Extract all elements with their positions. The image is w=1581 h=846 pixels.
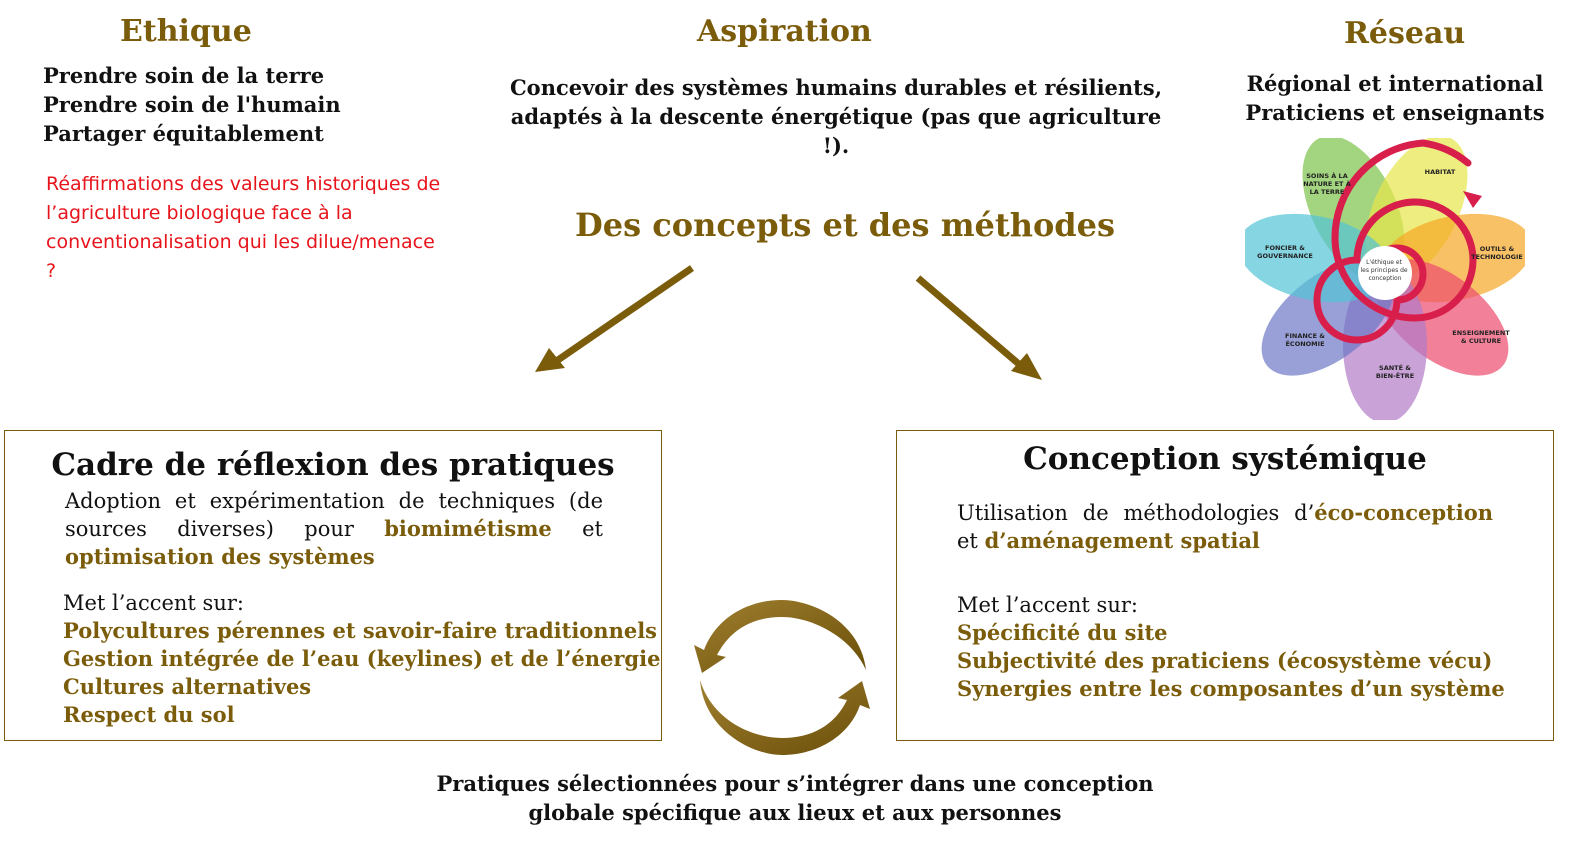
flower-petal-label: HABITAT	[1425, 168, 1456, 176]
reseau-lines: Régional et international Praticiens et …	[1240, 69, 1550, 127]
bottom-line: globale spécifique aux lieux et aux pers…	[528, 800, 1062, 825]
conception-focus-list: Spécificité du site Subjectivité des pra…	[957, 619, 1553, 703]
flower-petal-label: FINANCE &ÉCONOMIE	[1285, 332, 1325, 348]
cadre-box: Cadre de réflexion des pratiques Adoptio…	[4, 430, 662, 741]
diverging-arrows	[535, 265, 1042, 380]
cadre-text: Adoption et expérimentation de technique…	[65, 489, 603, 541]
cycle-arrow-top-icon	[694, 600, 866, 673]
arrow-right-icon	[915, 275, 1023, 368]
reseau-line: Praticiens et enseignants	[1245, 100, 1545, 125]
list-item: Subjectivité des praticiens (écosystème …	[957, 648, 1493, 673]
conception-title: Conception systémique	[1023, 441, 1427, 477]
list-item: Cultures alternatives	[63, 674, 312, 699]
cycle-arrows-icon	[694, 600, 870, 755]
flower-petal-label: ENSEIGNEMENT& CULTURE	[1452, 329, 1510, 345]
arrow-left-head-icon	[535, 348, 565, 372]
cadre-description: Adoption et expérimentation de technique…	[65, 487, 603, 571]
flower-petal-label: OUTILS &TECHNOLOGIE	[1471, 245, 1523, 261]
ethique-line: Prendre soin de l'humain	[43, 92, 341, 117]
ethique-line: Prendre soin de la terre	[43, 63, 325, 88]
list-item: Respect du sol	[63, 702, 235, 727]
list-item: Gestion intégrée de l’eau (keylines) et …	[63, 646, 661, 671]
flower-petals	[1245, 138, 1525, 420]
ethique-title: Ethique	[120, 14, 252, 49]
aspiration-lines: Concevoir des systèmes humains durables …	[500, 73, 1172, 160]
concepts-title: Des concepts et des méthodes	[575, 206, 1116, 244]
aspiration-line: adaptés à la descente énergétique (pas q…	[510, 104, 1162, 158]
cadre-highlight-1: biomimétisme	[384, 516, 552, 541]
reseau-line: Régional et international	[1246, 71, 1544, 96]
conception-box: Conception systémique Utilisation de mét…	[896, 430, 1554, 741]
flower-center	[1358, 246, 1412, 300]
flower-petal-label: SANTÉ &BIEN-ÊTRE	[1376, 363, 1414, 380]
conception-text: Utilisation de méthodologies d’	[957, 501, 1315, 525]
cadre-highlight-2: optimisation des systèmes	[65, 544, 375, 569]
bottom-caption: Pratiques sélectionnées pour s’intégrer …	[380, 769, 1210, 827]
reseau-title: Réseau	[1344, 16, 1466, 51]
ethique-line: Partager équitablement	[43, 121, 324, 146]
list-item: Spécificité du site	[957, 620, 1168, 645]
aspiration-title: Aspiration	[697, 14, 872, 49]
list-item: Synergies entre les composantes d’un sys…	[957, 676, 1505, 701]
cadre-focus-label: Met l’accent sur:	[63, 591, 244, 615]
cadre-focus-list: Polycultures pérennes et savoir-faire tr…	[63, 617, 661, 729]
cadre-title: Cadre de réflexion des pratiques	[51, 447, 615, 483]
list-item: Polycultures pérennes et savoir-faire tr…	[63, 618, 658, 643]
conception-connector: et	[957, 529, 978, 553]
ethique-note: Réaffirmations des valeurs historiques d…	[46, 173, 441, 282]
conception-highlight-2: d’aménagement spatial	[984, 528, 1260, 553]
flower-petal-label: FONCIER &GOUVERNANCE	[1257, 244, 1313, 260]
cycle-arrow-bottom-icon	[700, 680, 870, 755]
arrow-right-head-icon	[1011, 353, 1042, 380]
ethique-lines: Prendre soin de la terre Prendre soin de…	[43, 61, 341, 148]
conception-highlight-1: éco-conception	[1314, 500, 1493, 525]
permaculture-flower: L'éthique et les principes de conception…	[1245, 138, 1525, 420]
flower-petal	[1245, 213, 1392, 303]
flower-center-label: L'éthique et les principes de conception	[1360, 259, 1409, 282]
bottom-line: Pratiques sélectionnées pour s’intégrer …	[436, 771, 1154, 796]
arrow-left-icon	[553, 265, 694, 365]
conception-description: Utilisation de méthodologies d’éco-conce…	[957, 499, 1493, 555]
conception-focus-label: Met l’accent sur:	[957, 593, 1138, 617]
cadre-connector: et	[582, 517, 603, 541]
aspiration-line: Concevoir des systèmes humains durables …	[509, 75, 1163, 100]
